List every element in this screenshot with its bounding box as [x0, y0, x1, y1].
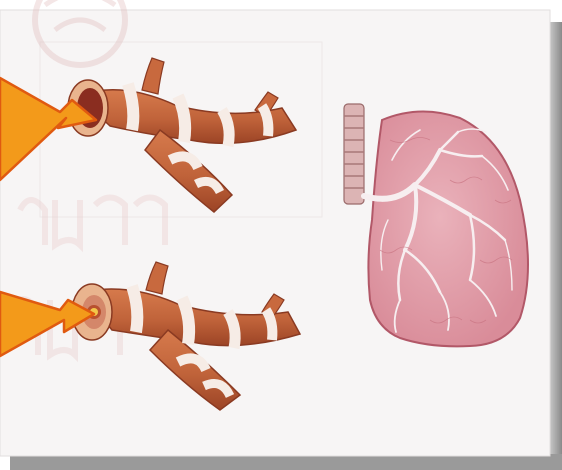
- illustration-svg: [0, 0, 562, 470]
- figure-canvas: [0, 0, 562, 470]
